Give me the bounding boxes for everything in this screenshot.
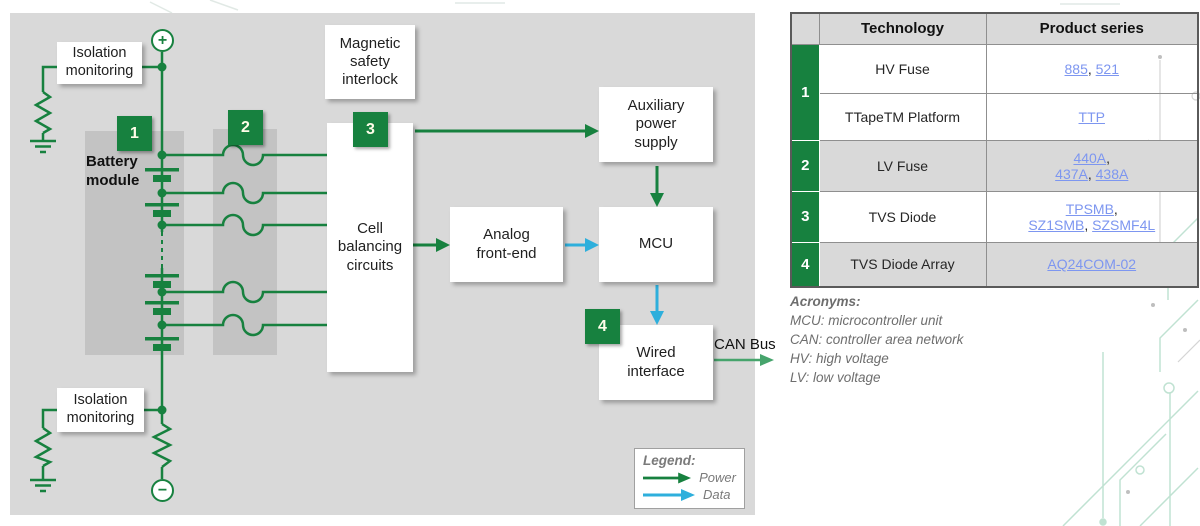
row-number-cell: 3 <box>790 190 820 243</box>
acronym-line: MCU: microcontroller unit <box>790 312 943 328</box>
product-series-cell: 440A,437A, 438A <box>985 139 1199 192</box>
technology-header: Technology <box>818 12 987 45</box>
power-arrows <box>413 124 664 252</box>
product-series-link[interactable]: TPSMB <box>1065 200 1114 217</box>
power-arrow-icon <box>643 471 692 484</box>
product-series-link[interactable]: SZSMF4L <box>1092 216 1156 233</box>
product-series-link[interactable]: 440A <box>1073 149 1107 166</box>
analog-front-end-box: Analog front-end <box>450 207 563 282</box>
badge-3: 3 <box>353 112 388 147</box>
product-series-cell: 885, 521 <box>985 43 1199 94</box>
table-header-row: Technology Product series <box>790 12 1199 45</box>
table-row: 1 HV Fuse 885, 521 <box>790 43 1199 141</box>
cell-balancing-circuits-box: Cell balancing circuits <box>327 123 413 372</box>
can-bus-label: CAN Bus <box>714 336 776 353</box>
product-series-cell: TPSMB,SZ1SMB, SZSMF4L <box>985 190 1199 243</box>
legend-box: Legend: Power Data <box>634 448 745 509</box>
auxiliary-power-supply-box: Auxiliary power supply <box>599 87 713 162</box>
table-row: 2 LV Fuse 440A,437A, 438A <box>790 139 1199 192</box>
fuse-column-shade <box>213 129 277 355</box>
acronyms-title: Acronyms: <box>790 294 861 309</box>
table-row: 4 TVS Diode Array AQ24COM-02 <box>790 241 1199 288</box>
product-series-link[interactable]: TTP <box>1078 108 1105 125</box>
product-series-link[interactable]: AQ24COM-02 <box>1047 256 1137 273</box>
table-corner-cell <box>790 12 820 45</box>
product-series-table: Technology Product series 1 HV Fuse 885,… <box>790 12 1199 288</box>
acronym-line: HV: high voltage <box>790 350 889 366</box>
fuse-icons <box>162 143 327 337</box>
legend-title: Legend: <box>643 453 696 468</box>
technology-cell: TVS Diode Array <box>818 241 987 288</box>
data-arrows <box>565 238 664 325</box>
product-series-cell: AQ24COM-02 <box>985 241 1199 288</box>
row-number-cell: 2 <box>790 139 820 192</box>
acronym-line: LV: low voltage <box>790 369 881 385</box>
technology-cell: TTapeTM Platform <box>818 92 987 141</box>
product-series-link[interactable]: 438A <box>1095 165 1129 182</box>
product-series-header: Product series <box>985 12 1199 45</box>
product-series-link[interactable]: 521 <box>1095 60 1119 77</box>
badge-4: 4 <box>585 309 620 344</box>
isolation-monitoring-top-box: Isolation monitoring <box>57 42 142 84</box>
product-series-link[interactable]: 437A <box>1055 165 1088 182</box>
technology-cell: LV Fuse <box>818 139 987 192</box>
mcu-box: MCU <box>599 207 713 282</box>
table-row: 3 TVS Diode TPSMB,SZ1SMB, SZSMF4L <box>790 190 1199 243</box>
row-number-cell: 4 <box>790 241 820 288</box>
node-dots <box>157 62 167 415</box>
legend-data-label: Data <box>703 487 731 502</box>
legend-power-label: Power <box>699 470 736 485</box>
badge-1: 1 <box>117 116 152 151</box>
ground-icons <box>30 139 56 493</box>
battery-module-label: Battery module <box>86 153 140 190</box>
negative-terminal-icon: − <box>151 479 174 502</box>
data-arrow-icon <box>643 488 695 501</box>
battery-cell-icons <box>145 168 179 351</box>
positive-terminal-icon: + <box>151 29 174 52</box>
product-series-link[interactable]: 885 <box>1064 60 1088 77</box>
resistor-icons <box>33 90 173 468</box>
badge-2: 2 <box>228 110 263 145</box>
acronym-line: CAN: controller area network <box>790 331 964 347</box>
acronyms-block: Acronyms: MCU: microcontroller unit CAN:… <box>790 293 963 387</box>
technology-cell: HV Fuse <box>818 43 987 94</box>
product-series-link[interactable]: SZ1SMB <box>1028 216 1085 233</box>
technology-cell: TVS Diode <box>818 190 987 243</box>
magnetic-safety-interlock-box: Magnetic safety interlock <box>325 25 415 99</box>
isolation-monitoring-bottom-box: Isolation monitoring <box>57 388 144 432</box>
can-bus-arrow <box>714 354 774 366</box>
table-row: TTapeTM Platform TTP <box>791 92 1199 141</box>
product-series-cell: TTP <box>985 92 1199 141</box>
row-number-cell: 1 <box>790 43 820 141</box>
